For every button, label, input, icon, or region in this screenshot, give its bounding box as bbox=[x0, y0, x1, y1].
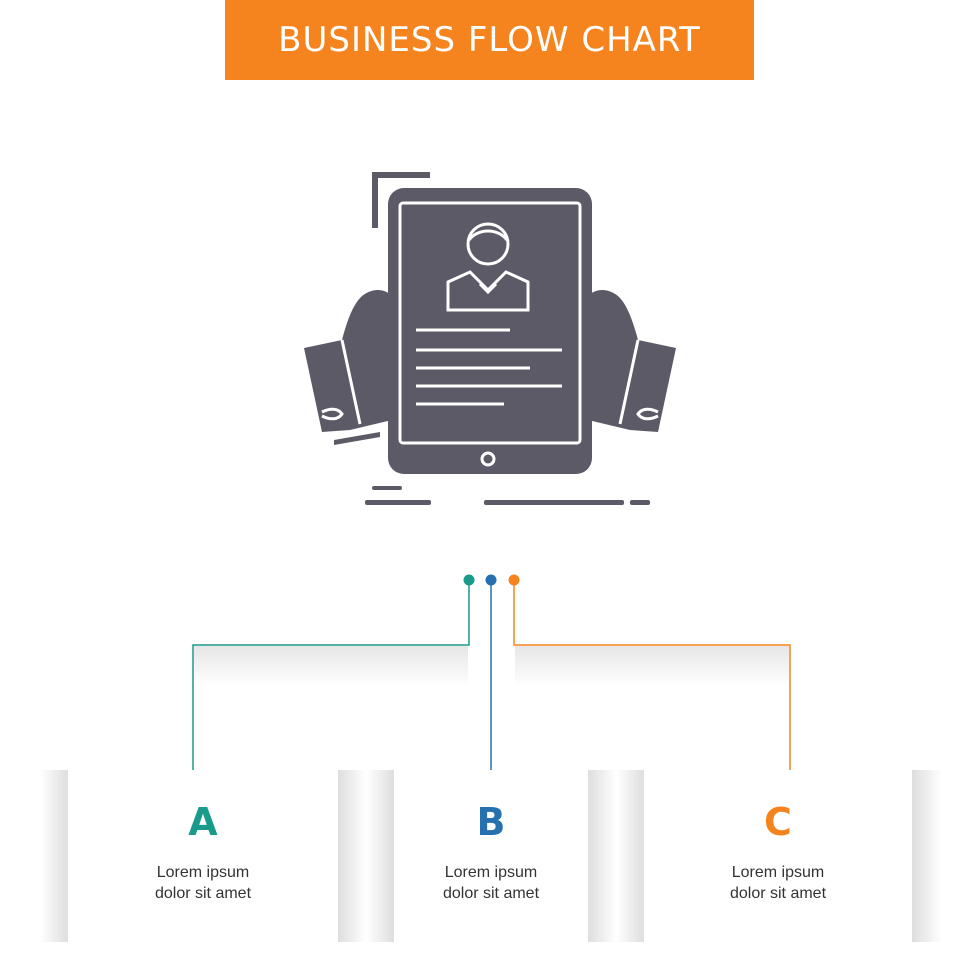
option-panel-a: A Lorem ipsum dolor sit amet bbox=[68, 770, 338, 942]
option-text-c-line2: dolor sit amet bbox=[729, 885, 827, 902]
page-title: BUSINESS FLOW CHART bbox=[278, 20, 701, 60]
option-text-b: Lorem ipsum dolor sit amet bbox=[394, 862, 588, 904]
connector-dot-a bbox=[463, 574, 475, 586]
title-banner: BUSINESS FLOW CHART bbox=[225, 0, 754, 80]
option-letter-c: C bbox=[764, 800, 792, 844]
option-text-b-line2: dolor sit amet bbox=[442, 885, 540, 902]
connector-a bbox=[192, 584, 470, 781]
option-letter-a: A bbox=[188, 800, 218, 844]
option-text-a-line1: Lorem ipsum bbox=[156, 864, 250, 881]
option-panel-c: C Lorem ipsum dolor sit amet bbox=[644, 770, 912, 942]
option-text-a-line2: dolor sit amet bbox=[154, 885, 252, 902]
resume-icon-details bbox=[321, 201, 659, 467]
resume-tablet-hands-icon bbox=[304, 172, 676, 505]
connector-dot-c bbox=[508, 574, 520, 586]
option-text-b-line1: Lorem ipsum bbox=[444, 864, 538, 881]
connector-c bbox=[513, 584, 791, 781]
option-text-c-line1: Lorem ipsum bbox=[731, 864, 825, 881]
option-letter-b: B bbox=[476, 800, 506, 844]
option-text-a: Lorem ipsum dolor sit amet bbox=[68, 862, 338, 904]
option-panel-b: B Lorem ipsum dolor sit amet bbox=[394, 770, 588, 942]
connector-lines bbox=[192, 584, 791, 781]
connector-dot-b bbox=[485, 574, 497, 586]
option-text-c: Lorem ipsum dolor sit amet bbox=[644, 862, 912, 904]
